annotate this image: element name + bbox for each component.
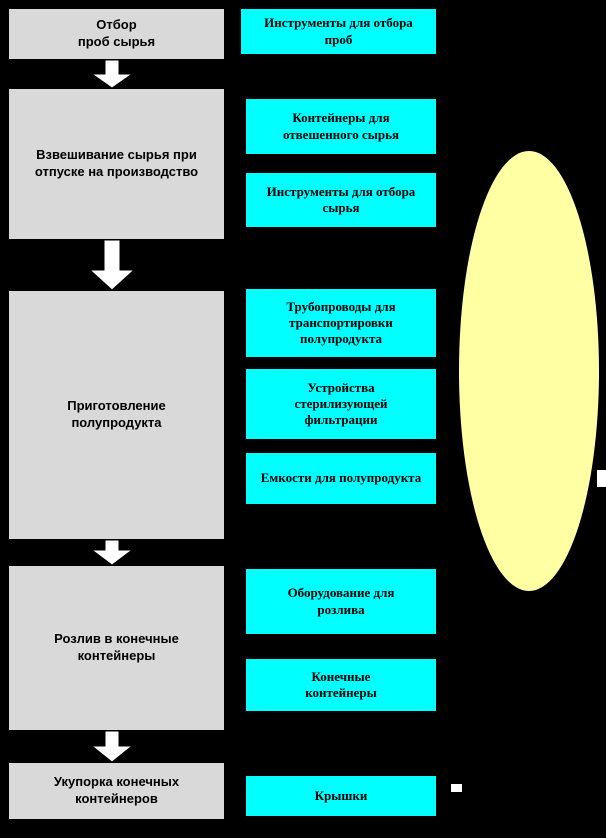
equipment-label: Крышки bbox=[314, 787, 368, 803]
equipment-box-sterile-filtration: Устройства стерилизующей фильтрации bbox=[245, 368, 437, 440]
highlight-ellipse bbox=[458, 150, 600, 592]
down-arrow-icon bbox=[90, 731, 134, 762]
equipment-box-raw-tools: Инструменты для отбора сырья bbox=[245, 172, 437, 228]
process-step-weighing: Взвешивание сырья при отпуске на произво… bbox=[8, 88, 225, 240]
equipment-label: Конечные контейнеры bbox=[305, 668, 377, 700]
artifact-mark bbox=[451, 784, 462, 792]
process-step-label: Розлив в конечные контейнеры bbox=[54, 631, 179, 663]
down-arrow-icon bbox=[90, 60, 134, 88]
equipment-label: Емкости для полупродукта bbox=[260, 470, 422, 486]
process-step-label: Отбор проб сырья bbox=[77, 17, 156, 49]
process-step-label: Приготовление полупродукта bbox=[67, 398, 166, 430]
artifact-mark bbox=[597, 470, 606, 487]
process-step-sampling: Отбор проб сырья bbox=[8, 8, 225, 60]
equipment-box-caps: Крышки bbox=[245, 775, 437, 817]
equipment-box-sampling-tools: Инструменты для отбора проб bbox=[240, 8, 437, 55]
down-arrow-icon bbox=[88, 240, 136, 290]
equipment-box-filling-equipment: Оборудование для розлива bbox=[245, 568, 437, 635]
equipment-box-pipelines: Трубопроводы для транспортировки полупро… bbox=[245, 288, 437, 358]
equipment-label: Инструменты для отбора сырья bbox=[266, 183, 416, 215]
process-step-capping: Укупорка конечных контейнеров bbox=[8, 762, 225, 820]
process-step-filling: Розлив в конечные контейнеры bbox=[8, 565, 225, 731]
equipment-label: Трубопроводы для транспортировки полупро… bbox=[286, 298, 396, 347]
equipment-label: Контейнеры для отвешенного сырья bbox=[282, 110, 400, 142]
equipment-label: Оборудование для розлива bbox=[287, 585, 395, 617]
process-step-label: Взвешивание сырья при отпуске на произво… bbox=[34, 147, 199, 179]
process-step-label: Укупорка конечных контейнеров bbox=[53, 774, 180, 806]
process-step-preparation: Приготовление полупродукта bbox=[8, 290, 225, 540]
equipment-box-weighed-containers: Контейнеры для отвешенного сырья bbox=[245, 98, 437, 155]
equipment-box-bulk-vessels: Емкости для полупродукта bbox=[245, 452, 437, 505]
down-arrow-icon bbox=[90, 540, 134, 565]
equipment-label: Устройства стерилизующей фильтрации bbox=[294, 379, 388, 428]
equipment-label: Инструменты для отбора проб bbox=[264, 15, 413, 47]
equipment-box-final-containers: Конечные контейнеры bbox=[245, 658, 437, 712]
